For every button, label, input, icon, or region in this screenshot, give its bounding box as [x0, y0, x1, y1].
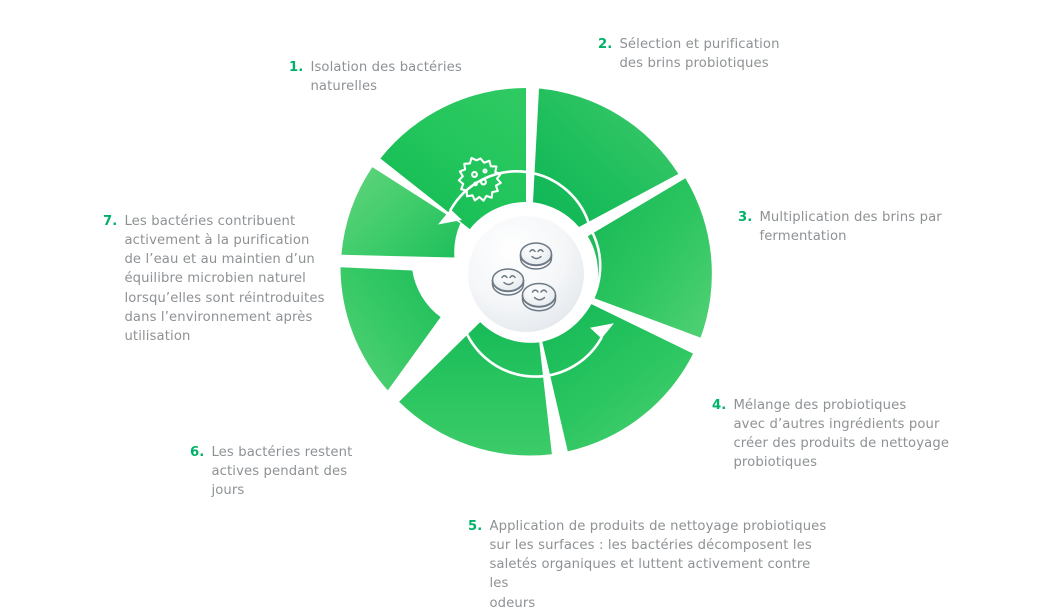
callout-step-6: 6. Les bactéries restent actives pendant…: [190, 443, 375, 500]
callout-step-5-text: Application de produits de nettoyage pro…: [489, 519, 827, 611]
wheel-segment-4[interactable]: [542, 303, 694, 452]
wheel-segment-6[interactable]: [340, 267, 441, 391]
callout-step-1-text: Isolation des bactéries naturelles: [310, 60, 462, 95]
petri-dishes-icon: [491, 242, 557, 312]
callout-step-1: 1. Isolation des bactéries naturelles: [289, 58, 479, 96]
wheel-segment-5[interactable]: [399, 322, 552, 456]
wheel-segment-3[interactable]: [587, 178, 712, 338]
wheel-center: [438, 170, 614, 378]
callout-step-4: 4. Mélange des probiotiques avec d’autre…: [712, 396, 962, 473]
probiotic-cycle-wheel: [340, 88, 712, 460]
infographic-canvas: 1. Isolation des bactéries naturelles 2.…: [103, 35, 963, 611]
callout-step-3-number: 3.: [738, 210, 753, 225]
callout-step-7-text: Les bactéries contribuent activement à l…: [124, 214, 325, 344]
callout-step-5: 5. Application de produits de nettoyage …: [468, 517, 828, 613]
callout-step-4-text: Mélange des probiotiques avec d’autres i…: [733, 398, 950, 471]
wheel-segment-7[interactable]: [341, 167, 461, 258]
callout-step-1-number: 1.: [289, 60, 304, 75]
callout-step-7-number: 7.: [103, 214, 118, 229]
wheel-segment-1[interactable]: [380, 88, 526, 230]
callout-step-3: 3. Multiplication des brins par fermenta…: [738, 208, 963, 246]
callout-step-2-text: Sélection et purification des brins prob…: [619, 37, 780, 72]
callout-step-2: 2. Sélection et purification des brins p…: [598, 35, 813, 73]
bacteria-cell-icon: [457, 156, 502, 202]
callout-step-7: 7. Les bactéries contribuent activement …: [103, 212, 338, 346]
center-disc: [468, 216, 584, 332]
callout-step-5-number: 5.: [468, 519, 483, 534]
callout-step-3-text: Multiplication des brins par fermentatio…: [759, 210, 942, 245]
wheel-segments: [340, 88, 712, 456]
callout-step-4-number: 4.: [712, 398, 727, 413]
callout-step-6-text: Les bactéries restent actives pendant de…: [211, 445, 353, 499]
callout-step-2-number: 2.: [598, 37, 613, 52]
callout-step-6-number: 6.: [190, 445, 205, 460]
